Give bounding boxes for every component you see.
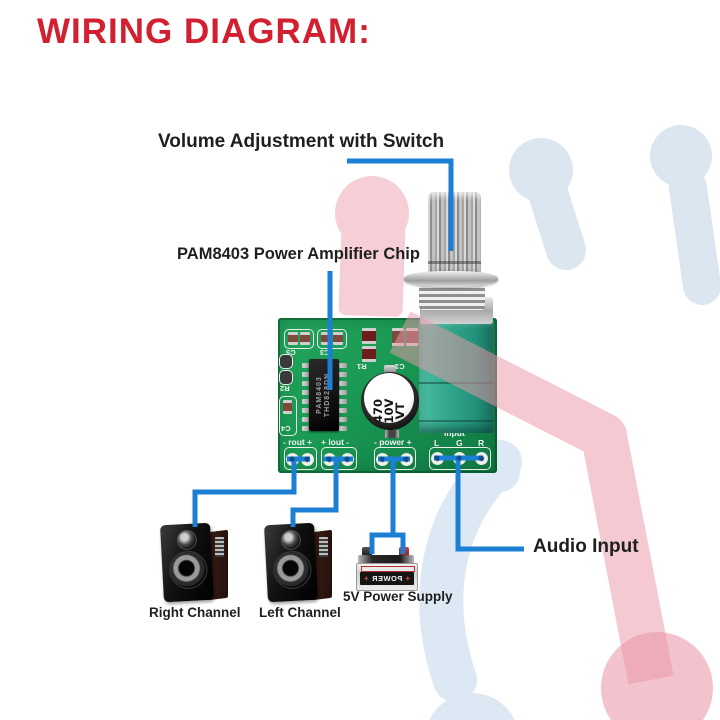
pad-label-lout: + lout - [321,437,350,447]
amplifier-chip-label: PAM8403 Power Amplifier Chip [177,245,420,263]
pam8403-chip: PAM8403 THD828DN [309,359,339,431]
tweeter [280,529,302,551]
potentiometer-body [419,320,494,433]
lout-pads [321,447,357,470]
silkscreen-r1: R1 [357,362,367,371]
capacitor-group-c3 [317,329,347,349]
tweeter [176,529,198,551]
volume-adjustment-label: Volume Adjustment with Switch [158,131,445,152]
pad-label-power: - power + [374,437,412,447]
psu-power-band: + POWER + [360,572,414,585]
silkscreen-c4: C4 [281,424,291,433]
left-speaker [264,522,332,604]
silkscreen-r2: R2 [280,384,290,393]
silkscreen-c3: C3 [320,348,330,357]
left-channel-label: Left Channel [259,605,341,620]
chip-marking-line1: PAM8403 [316,376,323,414]
silkscreen-c1: C1 [395,362,405,371]
psu-negative-terminal [362,547,372,557]
capacitor-group-c5 [284,329,314,349]
audio-input-label: Audio Input [533,536,639,557]
pad-label-rout: - rout + [283,437,313,447]
resistor-r2 [279,354,293,369]
power-supply-label: 5V Power Supply [343,589,453,604]
woofer [272,549,313,590]
power-supply-unit: + POWER + [356,547,418,591]
right-channel-label: Right Channel [149,605,241,620]
potentiometer-threads [419,285,485,310]
resistor-r1 [362,328,376,344]
right-speaker [160,522,228,604]
woofer [168,549,209,590]
page-title: WIRING DIAGRAM: [37,12,371,51]
psu-power-text: POWER [371,574,403,583]
capacitor-c4 [279,396,297,436]
capacitor-c1 [392,328,404,346]
potentiometer-nut [404,271,498,287]
chip-marking-line2: THD828DN [324,372,331,418]
electrolytic-capacitor: 470 10V VT [361,372,419,430]
